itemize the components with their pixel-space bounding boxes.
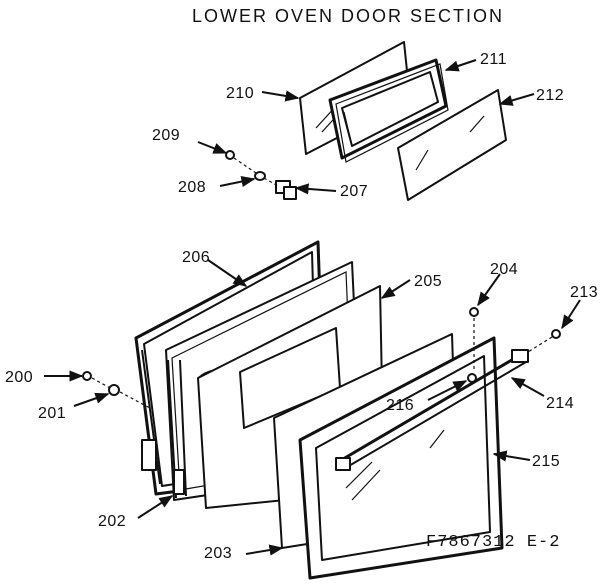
label-203: 203 [204, 545, 232, 562]
assembly-line [233, 157, 257, 174]
leader-214 [510, 377, 545, 397]
leader-202 [137, 495, 174, 519]
leader-206 [207, 259, 248, 287]
assembly-line [263, 177, 279, 187]
part-201-washer [108, 384, 120, 396]
label-206: 206 [182, 249, 210, 266]
part-214-handle [335, 349, 529, 471]
leader-212 [498, 93, 535, 106]
leader-208 [219, 176, 256, 188]
diagram-title: LOWER OVEN DOOR SECTION [192, 6, 504, 26]
leader-209 [197, 141, 228, 154]
part-200-screw [82, 371, 92, 381]
leader-211 [444, 59, 477, 72]
part-211-frame [328, 58, 449, 163]
part-213-screw [551, 329, 561, 339]
leader-216 [427, 380, 468, 401]
figure-code: F7867312 E-2 [426, 533, 560, 552]
label-213: 213 [570, 284, 598, 301]
leader-215 [492, 450, 531, 462]
label-216: 216 [386, 397, 414, 414]
label-200: 200 [5, 369, 33, 386]
leader-213 [561, 299, 581, 330]
leader-203 [245, 544, 284, 556]
leader-201 [73, 392, 110, 407]
leader-207 [294, 183, 337, 195]
part-212-glass [397, 89, 507, 201]
label-204: 204 [490, 261, 518, 278]
label-212: 212 [536, 87, 564, 104]
assembly-line [91, 377, 111, 389]
part-215-outer-door [298, 336, 504, 580]
part-209-screw [225, 150, 235, 160]
leader-204 [477, 273, 501, 307]
part-204-screw [469, 307, 479, 317]
label-209: 209 [152, 127, 180, 144]
label-205: 205 [414, 273, 442, 290]
label-214: 214 [546, 395, 574, 412]
label-215: 215 [532, 453, 560, 470]
label-208: 208 [178, 179, 206, 196]
label-210: 210 [226, 85, 254, 102]
part-216-bracket [467, 373, 477, 383]
part-207-clip [275, 180, 297, 200]
label-207: 207 [340, 183, 368, 200]
label-201: 201 [38, 405, 66, 422]
assembly-line [527, 336, 553, 353]
label-202: 202 [98, 513, 126, 530]
leader-210 [261, 90, 300, 102]
label-211: 211 [480, 51, 507, 68]
part-208-washer [254, 171, 266, 181]
leader-205 [380, 279, 411, 299]
part-202-mark [173, 469, 185, 495]
